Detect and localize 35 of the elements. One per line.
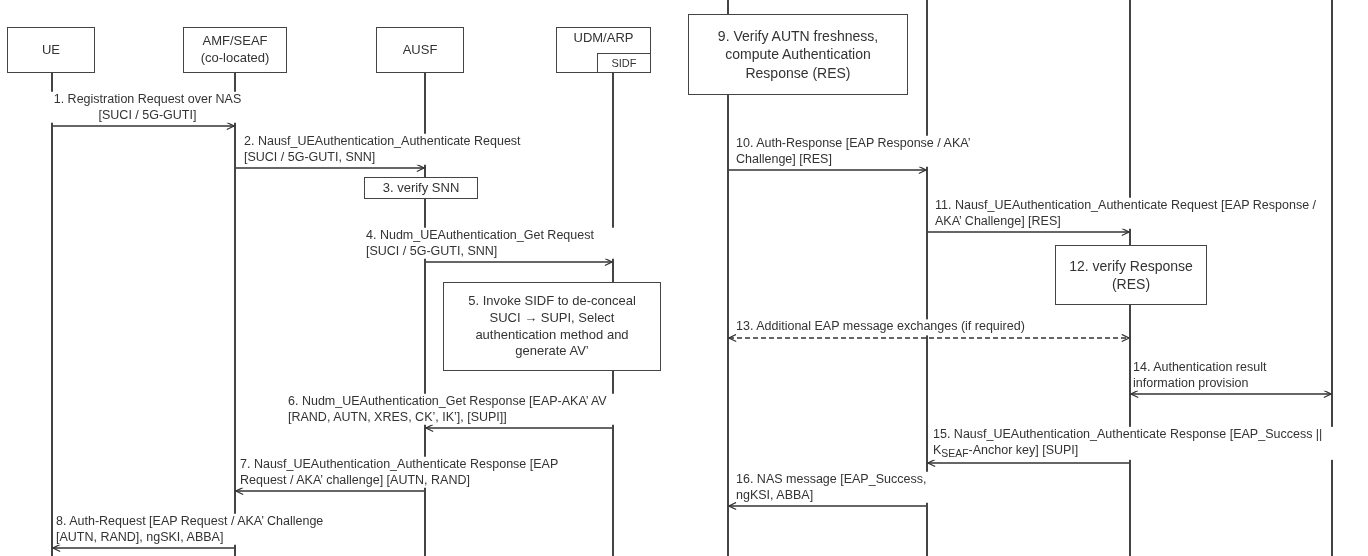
process-box	[688, 14, 908, 95]
lifeline	[1331, 0, 1333, 556]
node-label: 9. Verify AUTN freshness, compute Authentication Response (RES)	[716, 27, 880, 82]
edge-label: 14. Authentication result information provision	[1133, 359, 1329, 391]
message-arrow	[927, 458, 1130, 468]
node-label: 5. Invoke SIDF to de-conceal SUCI → SUPI, Select authentication method and generate AV’	[467, 292, 637, 361]
node-label: 3. verify SNN	[382, 179, 460, 197]
message-arrow	[235, 486, 425, 496]
message-arrow	[425, 423, 613, 433]
participant-box	[183, 27, 287, 73]
participant-box	[7, 27, 95, 73]
message-arrow	[927, 227, 1130, 237]
message-arrow	[425, 257, 613, 267]
message-arrow	[728, 333, 1130, 343]
process-box	[443, 282, 661, 371]
process-box	[364, 177, 478, 199]
edge-label: 4. Nudm_UEAuthentication_Get Request [SUCI / 5G-GUTI, SNN]	[366, 227, 616, 259]
node-label: SIDF	[611, 55, 637, 71]
node-label: AUSF	[402, 41, 438, 59]
edge-label: 15. Nausf_UEAuthentication_Authenticate Response [EAP_Success || K$_{SEAF}$-Anchor key] [SUPI]	[933, 426, 1333, 460]
node-label: 12. verify Response (RES)	[1068, 256, 1194, 294]
lifeline	[51, 73, 53, 556]
message-arrow	[728, 501, 927, 511]
message-arrow	[52, 543, 235, 553]
participant-box	[556, 27, 651, 73]
participant-box	[376, 27, 464, 73]
message-arrow	[52, 121, 235, 131]
message-arrow	[728, 165, 927, 175]
message-arrow	[1130, 389, 1332, 399]
process-box	[1055, 245, 1207, 305]
node-label: AMF/SEAF (co-located)	[199, 33, 271, 67]
participant-box	[597, 53, 651, 73]
message-arrow	[235, 163, 425, 173]
node-label: UE	[41, 41, 61, 59]
node-label: UDM/ARP	[573, 30, 634, 47]
